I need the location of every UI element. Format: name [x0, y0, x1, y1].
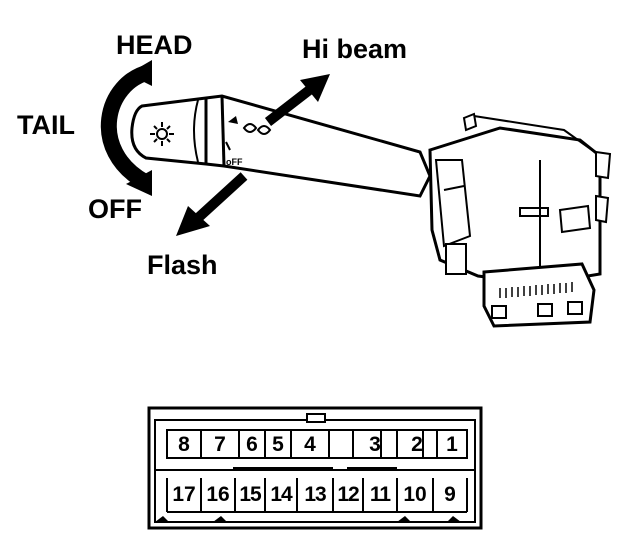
flash-label: Flash: [147, 250, 218, 280]
pin-3: 3: [369, 433, 381, 456]
pin-13: 13: [304, 483, 326, 506]
pin-9: 9: [444, 483, 456, 506]
tail-label: TAIL: [17, 110, 75, 140]
switch-illustration: oFF: [100, 60, 612, 328]
hi-beam-label: Hi beam: [302, 34, 408, 64]
pin-8: 8: [178, 433, 190, 456]
connector-pinout: 8 7 6 5 4 3 2 1 17 16 15 14 13 12 11 10 …: [147, 406, 483, 532]
pin-15: 15: [239, 483, 261, 506]
switch-housing: [428, 112, 612, 328]
flash-arrow-icon: [176, 172, 248, 236]
pin-16: 16: [206, 483, 230, 506]
rotation-arrow-icon: [100, 60, 153, 196]
pin-12: 12: [337, 483, 359, 506]
pin-7: 7: [214, 433, 226, 456]
pin-17: 17: [172, 483, 196, 506]
ring-markings-icon: oFF: [225, 116, 272, 167]
pin-11: 11: [369, 483, 391, 506]
connector-outline: [147, 406, 483, 530]
hi-beam-arrow-icon: [264, 74, 330, 126]
light-symbol-icon: [150, 122, 174, 146]
lever-stalk: oFF: [130, 94, 432, 198]
pin-4: 4: [304, 433, 316, 456]
pin-2: 2: [411, 433, 423, 456]
pin-10: 10: [403, 483, 427, 506]
connector-pins-icon: [499, 282, 573, 298]
pin-5: 5: [272, 433, 284, 456]
off-label: OFF: [88, 194, 142, 224]
pin-14: 14: [270, 483, 292, 506]
pin-1: 1: [446, 433, 458, 456]
pin-6: 6: [246, 433, 258, 456]
head-label: HEAD: [116, 30, 193, 60]
svg-text:oFF: oFF: [226, 157, 243, 167]
